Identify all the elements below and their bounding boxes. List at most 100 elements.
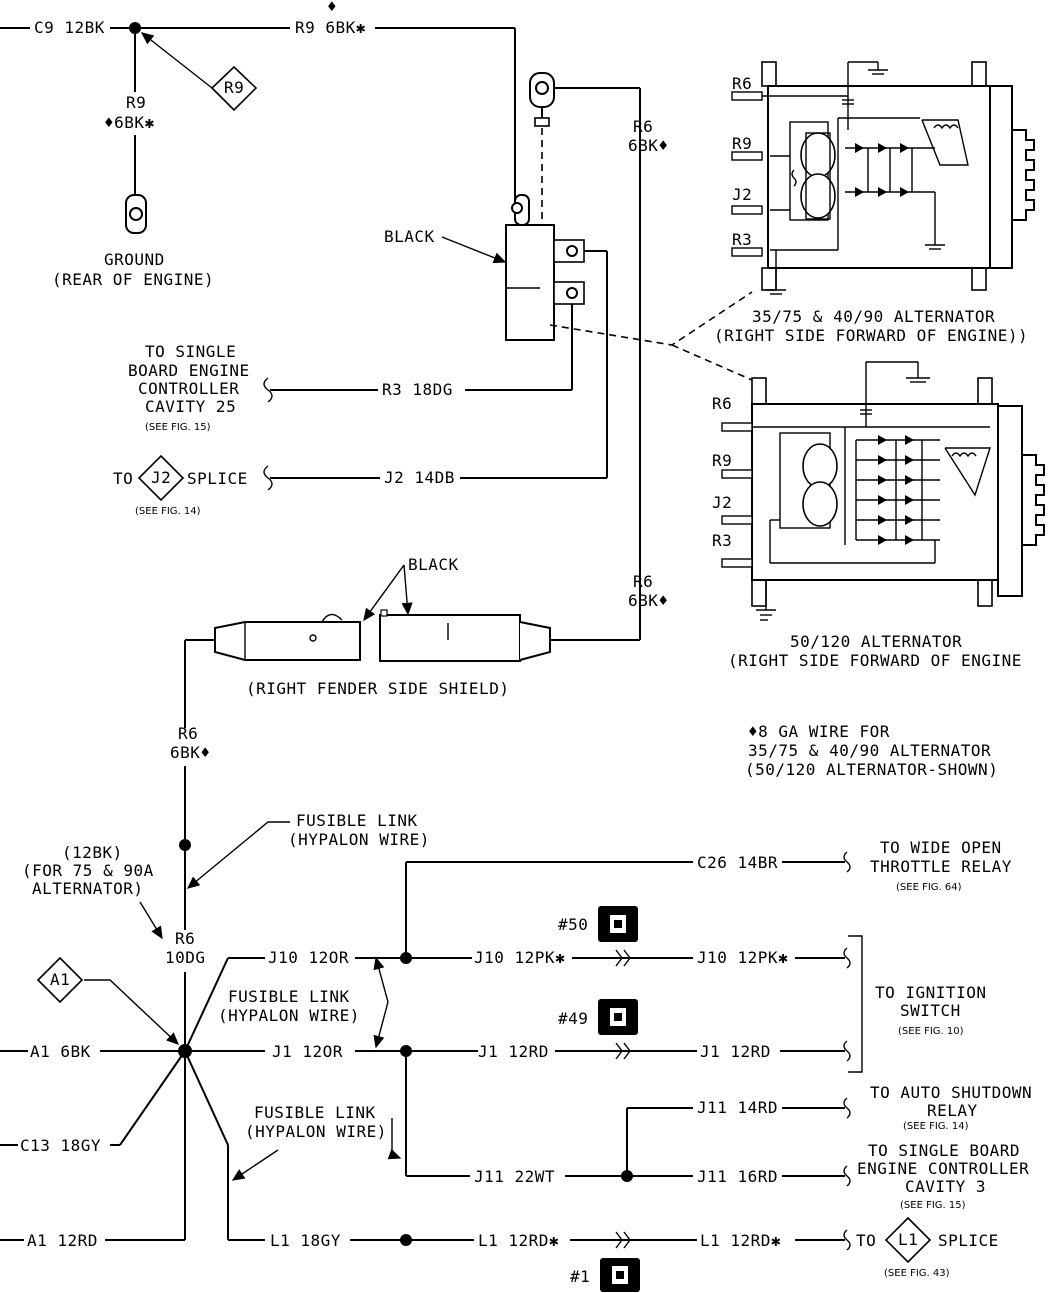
wire-note-line3: (50/120 ALTERNATOR-SHOWN) (745, 760, 998, 779)
ground-location: (REAR OF ENGINE) (52, 270, 214, 289)
c9-wire (0, 22, 516, 200)
wire-note-line1: ♦8 GA WIRE FOR (748, 722, 890, 741)
alt2-terminal-r9: R9 (712, 451, 732, 470)
svg-text:R9: R9 (224, 78, 244, 97)
wire-label-r6-lower: R6 (178, 724, 198, 743)
wire-label-r6-6bk-upper: 6BK♦ (628, 136, 669, 155)
l1-splice-label: SPLICE (938, 1231, 999, 1250)
wire-label-r3: R3 18DG (382, 380, 453, 399)
connector-1-label: #1 (570, 1267, 590, 1286)
wire-label-l1-18gy: L1 18GY (270, 1231, 341, 1250)
wire-label-j11-14rd: J11 14RD (697, 1098, 778, 1117)
sbec-label-2: ENGINE CONTROLLER (857, 1159, 1029, 1178)
svg-text:A1: A1 (50, 970, 70, 989)
wire-label-j11-22wt: J11 22WT (474, 1167, 555, 1186)
alt2-terminal-r3: R3 (712, 531, 732, 550)
wire-label-r9-top: R9 6BK✱ (295, 18, 366, 37)
alt1-terminal-r3: R3 (732, 230, 752, 249)
connector-50-label: #50 (558, 915, 588, 934)
shield-label: (RIGHT FENDER SIDE SHIELD) (246, 679, 509, 698)
alt1-terminal-r6: R6 (732, 74, 752, 93)
controller-label-3: CONTROLLER (138, 379, 239, 398)
see-fig-43: (SEE FIG. 43) (884, 1268, 950, 1279)
alt-12bk-label-2: (FOR 75 & 90A (22, 861, 154, 880)
wire-label-c26: C26 14BR (697, 853, 778, 872)
wire-label-r6-6bk-lower: 6BK♦ (170, 743, 211, 762)
alt2-terminal-j2: J2 (712, 493, 732, 512)
alt2-terminal-r6: R6 (712, 394, 732, 413)
wire-label-j10-12or: J10 12OR (268, 948, 349, 967)
wire-note-line2: 35/75 & 40/90 ALTERNATOR (748, 741, 991, 760)
alt2-title: 50/120 ALTERNATOR (790, 632, 962, 651)
wire-label-a1-6bk: A1 6BK (30, 1042, 91, 1061)
wire-label-l1-12rd-right: L1 12RD✱ (700, 1231, 781, 1250)
controller-label-4: CAVITY 25 (145, 397, 236, 416)
badge-r9: R9 (210, 65, 258, 112)
wire-label-r6-10dg: R6 (175, 929, 195, 948)
fusible-link-wire-2: (HYPALON WIRE) (218, 1006, 360, 1025)
alt1-terminal-r9: R9 (732, 134, 752, 153)
wire-label-j1-12or: J1 12OR (272, 1042, 343, 1061)
alt1-terminal-j2: J2 (732, 185, 752, 204)
fusible-link-label-1: FUSIBLE LINK (296, 811, 418, 830)
diamond-marker: ♦ (327, 0, 337, 16)
wire-label-a1-12rd: A1 12RD (27, 1231, 98, 1250)
see-fig-14-top: (SEE FIG. 14) (135, 506, 201, 517)
ground-eyelet-icon (125, 194, 147, 234)
alternator-35-75-40-90 (731, 61, 1035, 295)
wire-label-r6-upper: R6 (633, 117, 653, 136)
see-fig-15-bottom: (SEE FIG. 15) (900, 1200, 966, 1211)
wot-label-2: THROTTLE RELAY (870, 857, 1012, 876)
sbec-label-3: CAVITY 3 (905, 1177, 986, 1196)
j2-splice-label: SPLICE (187, 469, 248, 488)
splice-dot (400, 1234, 412, 1246)
see-fig-64: (SEE FIG. 64) (896, 882, 962, 893)
ignition-label-2: SWITCH (900, 1001, 961, 1020)
ignition-label-1: TO IGNITION (875, 983, 986, 1002)
splice-dot (129, 22, 141, 34)
inline-connector-icon (615, 1042, 631, 1060)
fusible-link-label-3: FUSIBLE LINK (254, 1103, 376, 1122)
alt1-title: 35/75 & 40/90 ALTERNATOR (752, 307, 995, 326)
sbec-label-1: TO SINGLE BOARD (868, 1141, 1020, 1160)
alt-12bk-label-3: ALTERNATOR) (32, 879, 143, 898)
svg-text:J2: J2 (151, 468, 171, 487)
wire-label-c9: C9 12BK (34, 18, 105, 37)
wire-label-j10-12pk-left: J10 12PK✱ (474, 948, 565, 967)
svg-text:L1: L1 (898, 1230, 918, 1249)
see-fig-14-bottom: (SEE FIG. 14) (903, 1121, 969, 1132)
wire-label-l1-12rd-left: L1 12RD✱ (478, 1231, 559, 1250)
fusible-link-wire-1: (HYPALON WIRE) (288, 830, 430, 849)
badge-a1: A1 (36, 956, 84, 1004)
ground-label: GROUND (104, 250, 165, 269)
black-label-shield: BLACK (408, 555, 459, 574)
see-fig-15-top: (SEE FIG. 15) (145, 422, 211, 433)
alt-12bk-label-1: (12BK) (62, 843, 123, 862)
see-fig-10: (SEE FIG. 10) (898, 1026, 964, 1037)
asd-label-1: TO AUTO SHUTDOWN (870, 1083, 1032, 1102)
wire-label-j1-12rd-right: J1 12RD (700, 1042, 771, 1061)
badge-j2: J2 (137, 454, 185, 502)
wot-label-1: TO WIDE OPEN (880, 838, 1002, 857)
wire-label-r9-6bk: ♦6BK✱ (104, 113, 155, 132)
controller-label-2: BOARD ENGINE (128, 361, 250, 380)
inline-connector (214, 609, 551, 662)
fusible-link-wire-3: (HYPALON WIRE) (245, 1122, 387, 1141)
controller-label-1: TO SINGLE (145, 342, 236, 361)
wire-label-j1-12rd-left: J1 12RD (478, 1042, 549, 1061)
wire-label-10dg: 10DG (165, 948, 206, 967)
inline-connector-icon (615, 949, 631, 967)
asd-label-2: RELAY (927, 1101, 978, 1120)
black-connector-component (505, 194, 585, 341)
inline-connector-icon (615, 1231, 631, 1249)
alternator-50-120 (721, 361, 1045, 621)
wire-label-j2: J2 14DB (384, 468, 455, 487)
alt1-location: (RIGHT SIDE FORWARD OF ENGINE)) (714, 326, 1028, 345)
splice-dot (179, 839, 191, 851)
wire-label-j11-16rd: J11 16RD (697, 1167, 778, 1186)
wire-label-r6-middle: R6 (633, 572, 653, 591)
badge-l1: L1 (884, 1216, 932, 1264)
connector-49-icon (598, 999, 638, 1035)
